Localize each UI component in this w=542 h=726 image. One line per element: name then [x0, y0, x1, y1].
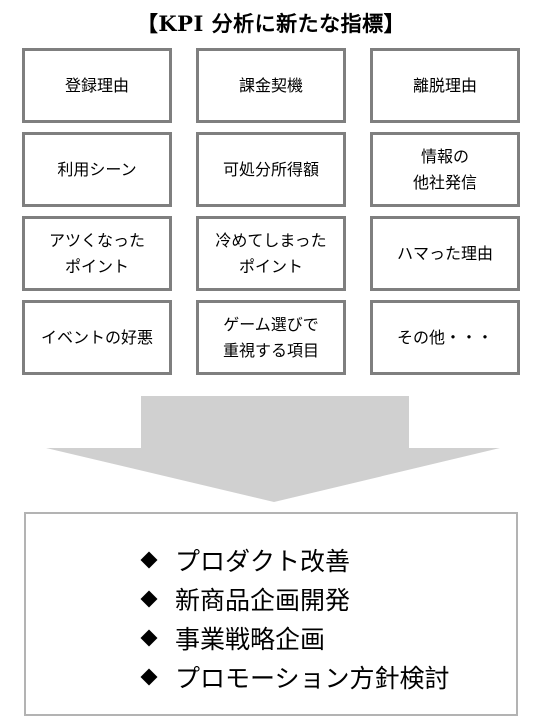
diamond-bullet-icon [140, 629, 158, 646]
outcome-label: プロモーション方針検討 [175, 663, 450, 693]
indicator-box: 可処分所得額 [196, 132, 346, 207]
diamond-bullet-icon [140, 551, 158, 568]
diagram-title: 【KPI 分析に新たな指標】 [136, 11, 406, 36]
indicator-box: その他・・・ [370, 300, 520, 375]
outcome-panel: プロダクト改善 新商品企画開発 事業戦略企画 プロモーション方針検討 [24, 512, 518, 716]
indicator-box: 登録理由 [22, 48, 172, 123]
indicator-box: 利用シーン [22, 132, 172, 207]
indicator-box: アツくなった ポイント [22, 216, 172, 291]
indicator-box: 冷めてしまった ポイント [196, 216, 346, 291]
indicator-box: ハマった理由 [370, 216, 520, 291]
indicator-box: 課金契機 [196, 48, 346, 123]
down-arrow-icon [46, 396, 500, 502]
outcome-list: プロダクト改善 新商品企画開発 事業戦略企画 プロモーション方針検討 [26, 514, 516, 696]
outcome-label: プロダクト改善 [175, 546, 351, 576]
outcome-label: 事業戦略企画 [175, 624, 326, 654]
indicator-box: 離脱理由 [370, 48, 520, 123]
indicator-box: ゲーム選びで 重視する項目 [196, 300, 346, 375]
outcome-item: 新商品企画開発 [140, 579, 516, 618]
down-arrow-shape [46, 396, 500, 502]
indicator-box: 情報の 他社発信 [370, 132, 520, 207]
indicator-grid: 登録理由 課金契機 離脱理由 利用シーン 可処分所得額 情報の 他社発信 アツく… [22, 48, 521, 375]
outcome-label: 新商品企画開発 [175, 585, 351, 615]
diamond-bullet-icon [140, 668, 158, 685]
outcome-item: プロモーション方針検討 [140, 657, 516, 696]
diamond-bullet-icon [140, 590, 158, 607]
outcome-item: プロダクト改善 [140, 540, 516, 579]
outcome-item: 事業戦略企画 [140, 618, 516, 657]
indicator-box: イベントの好悪 [22, 300, 172, 375]
